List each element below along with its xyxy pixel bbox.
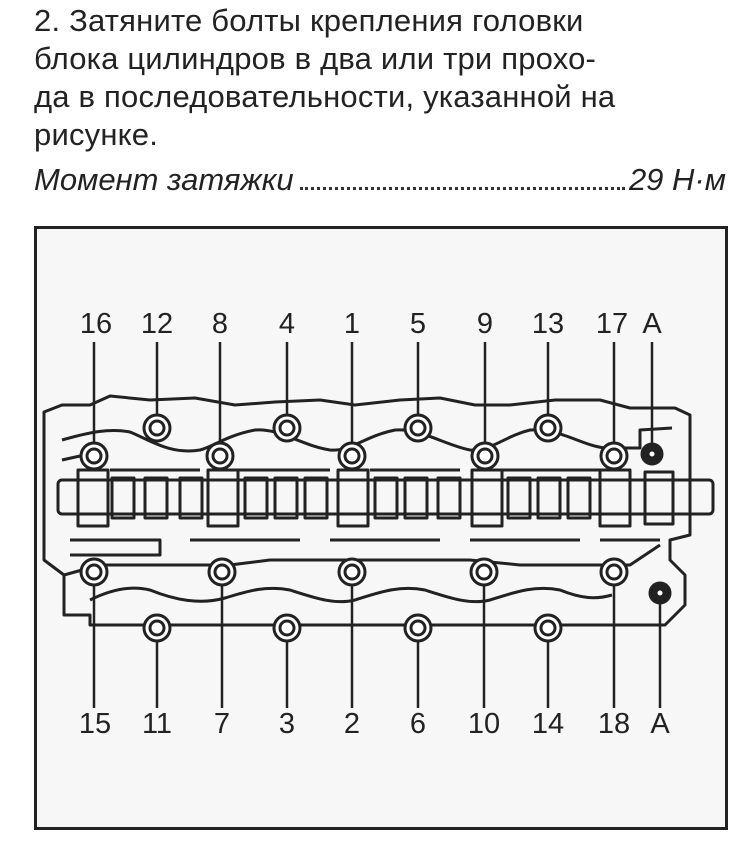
bolt-1	[337, 441, 367, 471]
bolt-17	[599, 441, 629, 471]
cam-lobe	[403, 476, 429, 520]
instruction-line: да в последовательности, указанной на	[34, 79, 616, 114]
cam-lobe	[506, 476, 532, 520]
bolt-label: 16	[79, 308, 113, 340]
bolt-12	[142, 413, 172, 443]
cam-lobe	[76, 468, 110, 528]
cam-lobe	[436, 476, 462, 520]
cam-lobe	[243, 476, 269, 520]
bolt-7	[207, 557, 237, 587]
diagram-frame	[34, 226, 728, 830]
upper-rail-inner	[61, 454, 600, 472]
dot-leader	[299, 187, 625, 190]
bolt-label: 8	[211, 308, 229, 340]
cam-lobe	[536, 476, 562, 520]
instruction-line: 2. Затяните болты крепления головки	[34, 3, 584, 38]
bolt-label: 18	[597, 708, 631, 740]
lower-rail	[89, 586, 613, 604]
bolt-label: 9	[476, 308, 494, 340]
bolt-label: 15	[78, 708, 112, 740]
bolt-label: 3	[278, 708, 296, 740]
bolt-9	[470, 441, 500, 471]
bolt-5	[403, 413, 433, 443]
bolt-13	[533, 413, 563, 443]
bolt-15	[79, 557, 109, 587]
cam-lobe	[566, 476, 592, 520]
dowel-label: A	[642, 308, 662, 340]
bolt-label: 4	[278, 308, 296, 340]
dowel-a-top	[640, 442, 664, 466]
bolt-label: 7	[213, 708, 231, 740]
cam-lobe	[143, 476, 169, 520]
cam-lobe	[273, 476, 299, 520]
bolt-11	[142, 613, 172, 643]
dowel-label: A	[650, 708, 670, 740]
cam-lobe	[110, 476, 136, 520]
bolt-label: 6	[409, 708, 427, 740]
bolt-label: 2	[343, 708, 361, 740]
bolt-label: 13	[531, 308, 565, 340]
bolt-label: 11	[141, 708, 173, 740]
cam-lobe	[303, 476, 329, 520]
bolt-16	[79, 441, 109, 471]
bolt-14	[533, 613, 563, 643]
instruction-text: 2. Затяните болты крепления головки блок…	[34, 2, 734, 154]
cam-lobe	[598, 468, 632, 528]
cam-lobe	[206, 468, 240, 528]
bolt-4	[272, 413, 302, 443]
bolt-18	[599, 557, 629, 587]
cylinder-head-outline	[42, 394, 692, 627]
upper-rail	[61, 426, 673, 453]
instruction-line: блока цилиндров в два или три прохо-	[34, 41, 597, 76]
torque-label: Момент затяжки	[34, 162, 294, 197]
torque-spec: Момент затяжки 29 Н·м	[34, 162, 726, 198]
bolt-label: 17	[595, 308, 629, 340]
bolt-label: 12	[140, 308, 174, 340]
cam-lobe	[373, 476, 399, 520]
bolt-3	[272, 613, 302, 643]
bearing-cap	[70, 538, 162, 557]
bolt-label: 14	[531, 708, 565, 740]
bolt-label: 10	[467, 708, 501, 740]
bolt-label: 1	[343, 308, 361, 340]
bolt-label: 5	[409, 308, 427, 340]
cam-lobe	[178, 476, 204, 520]
cam-lobe	[470, 468, 504, 528]
bolt-2	[337, 557, 367, 587]
cam-pulley	[643, 470, 675, 526]
instruction-line: рисунке.	[34, 117, 159, 152]
dowel-a-bottom	[648, 581, 672, 605]
bolt-10	[469, 557, 499, 587]
bolt-8	[205, 441, 235, 471]
torque-value: 29 Н·м	[628, 162, 726, 197]
cam-lobe	[336, 468, 370, 528]
camshaft	[56, 478, 715, 516]
bolt-6	[403, 613, 433, 643]
